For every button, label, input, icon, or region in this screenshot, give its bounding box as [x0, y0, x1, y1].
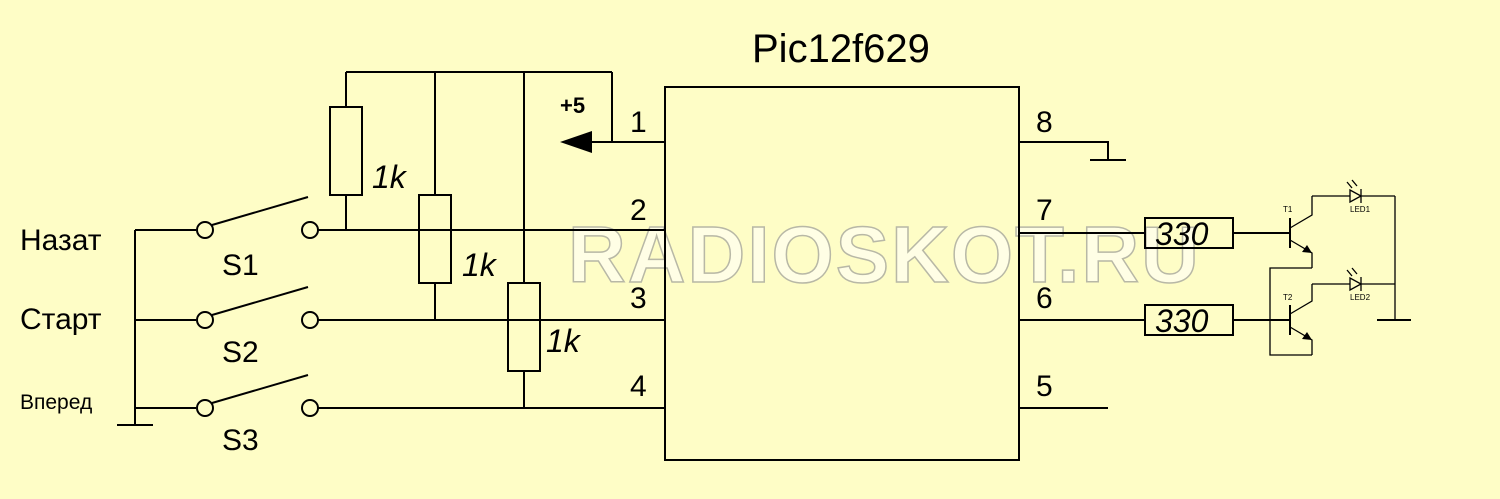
t2-collector: [1289, 284, 1313, 315]
pin-8-wire: [1019, 141, 1109, 160]
resistor-2-value: 1k: [462, 247, 498, 283]
s1-contact-right: [301, 221, 319, 239]
s2-lever: [211, 286, 309, 316]
pin-3-label: 3: [630, 282, 647, 315]
s2-contact-right: [301, 311, 319, 329]
chip-title: Pic12f629: [752, 27, 930, 71]
pin-5-label: 5: [1036, 370, 1053, 403]
switch-s1-label: S1: [222, 249, 259, 282]
led1-body: [1349, 188, 1363, 204]
led2-ray-1: [1346, 269, 1353, 277]
s3-lever: [211, 374, 309, 404]
led2-body: [1349, 276, 1363, 292]
input-label-start: Старт: [20, 303, 102, 336]
pin-1-label: 1: [630, 106, 647, 139]
s1-lever: [211, 196, 309, 226]
supply-label: +5: [560, 93, 585, 118]
t1-emitter-to-t2-wire: [1269, 267, 1312, 356]
led2-label: LED2: [1350, 293, 1371, 302]
led1-label: LED1: [1350, 205, 1371, 214]
pin-6-label: 6: [1036, 282, 1053, 315]
watermark: RADIOSKOT.RU: [568, 210, 1201, 299]
input-label-back: Назат: [20, 224, 102, 257]
input-label-forward: Вперед: [20, 391, 92, 414]
supply-arrow: [560, 131, 592, 153]
t1-emitter-arrow: [1302, 245, 1312, 253]
s1-contact-left: [196, 221, 214, 239]
s2-contact-left: [196, 311, 214, 329]
led1-ray-1: [1346, 181, 1353, 189]
t1-label: T1: [1283, 205, 1293, 214]
resistor-3-value: 1k: [546, 323, 582, 359]
ic-body: [664, 86, 1020, 461]
resistor-4-value: 330: [1155, 216, 1209, 252]
resistor-1-value: 1k: [372, 159, 408, 195]
pin-7-label: 7: [1036, 194, 1053, 227]
s3-contact-left: [196, 399, 214, 417]
resistor-5-value: 330: [1155, 303, 1209, 339]
led1-ray-2: [1351, 179, 1358, 187]
switch-s3-label: S3: [222, 424, 259, 457]
pin-8-label: 8: [1036, 106, 1053, 139]
t1-collector: [1289, 196, 1313, 229]
switch-s2-label: S2: [222, 336, 259, 369]
t2-emitter-arrow: [1302, 332, 1312, 340]
s3-contact-right: [301, 399, 319, 417]
t2-label: T2: [1283, 293, 1293, 302]
pin-4-label: 4: [630, 370, 647, 403]
led2-ray-2: [1351, 267, 1358, 275]
pin-2-label: 2: [630, 194, 647, 227]
